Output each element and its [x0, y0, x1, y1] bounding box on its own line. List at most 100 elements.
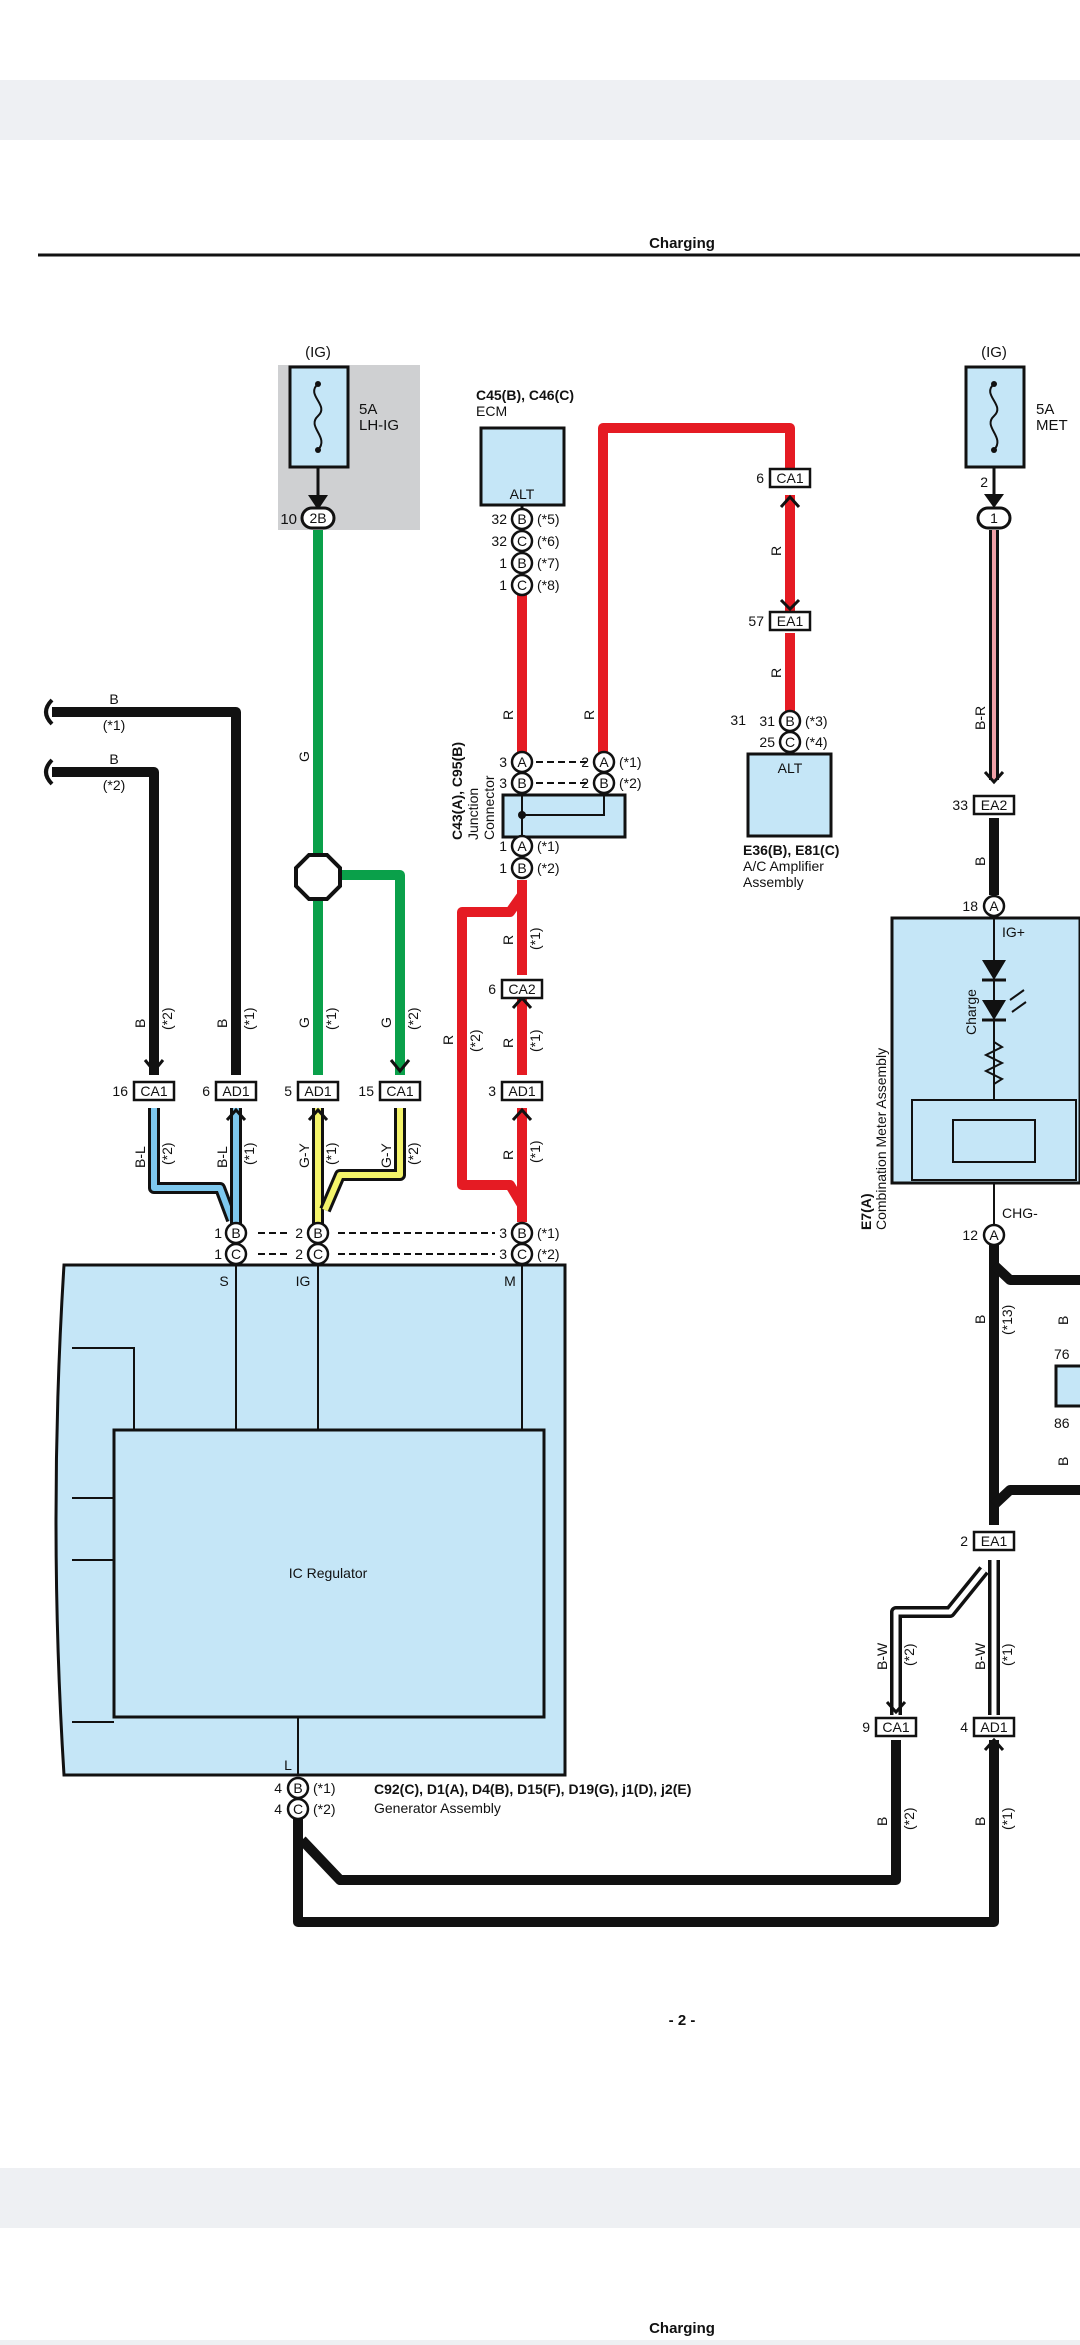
svg-text:B: B	[109, 691, 118, 707]
svg-text:M: M	[504, 1273, 516, 1289]
svg-text:R: R	[500, 1150, 516, 1160]
combination-meter: A 18 IG+ Charge CHG- A 12 E7(A) Combinat…	[858, 894, 1080, 1247]
fuse-lh-ig-amp: 5A	[359, 401, 377, 418]
svg-text:R: R	[500, 710, 516, 720]
svg-text:3: 3	[499, 754, 507, 770]
svg-text:C: C	[293, 1801, 303, 1817]
svg-text:AD1: AD1	[980, 1719, 1007, 1735]
fuse-lh-ig-name: LH-IG	[359, 417, 399, 434]
svg-text:57: 57	[748, 613, 764, 629]
junction-connector: C43(A), C95(B) Junction Connector A3 B3 …	[449, 742, 642, 880]
svg-text:1: 1	[990, 510, 998, 526]
generator-name: Generator Assembly	[374, 1800, 501, 1816]
svg-text:EA2: EA2	[981, 797, 1008, 813]
svg-text:EA1: EA1	[777, 613, 804, 629]
black-wires-left	[52, 707, 241, 1075]
svg-text:A/C Amplifier: A/C Amplifier	[743, 858, 824, 874]
svg-text:3: 3	[488, 1083, 496, 1099]
black-wires-right	[293, 818, 1080, 1927]
svg-text:B: B	[293, 1780, 302, 1796]
svg-text:B: B	[874, 1817, 890, 1826]
svg-text:CHG-: CHG-	[1002, 1205, 1038, 1221]
ecm-id: C45(B), C46(C)	[476, 387, 574, 403]
svg-text:(*2): (*2)	[619, 775, 642, 791]
conn-ea1-57: EA1 57	[748, 598, 812, 632]
svg-text:2: 2	[980, 474, 988, 490]
black-white-wires	[890, 1560, 1000, 1715]
svg-text:(*5): (*5)	[537, 511, 560, 527]
generator-assembly: IC Regulator S IG M L B1 C1 B2 C2 B3(*1)…	[54, 1221, 691, 1821]
conn-ad1-3: AD1 3	[488, 1080, 544, 1122]
charge-lamp-label: Charge	[963, 989, 979, 1035]
svg-text:4: 4	[274, 1801, 282, 1817]
green-wires	[313, 530, 405, 1075]
svg-text:(*1): (*1)	[313, 1780, 336, 1796]
svg-text:AD1: AD1	[304, 1083, 331, 1099]
fuse-symbol-icon	[313, 383, 323, 451]
svg-text:B: B	[214, 1019, 230, 1028]
svg-text:A: A	[599, 754, 609, 770]
svg-text:6: 6	[202, 1083, 210, 1099]
svg-text:AD1: AD1	[508, 1083, 535, 1099]
svg-text:B: B	[1055, 1457, 1071, 1466]
fuse-lh-ig-source: (IG)	[305, 344, 331, 361]
svg-text:B: B	[972, 1817, 988, 1826]
svg-text:(*1): (*1)	[999, 1643, 1015, 1666]
svg-text:Combination Meter Assembly: Combination Meter Assembly	[873, 1048, 889, 1230]
ecm-pins: B32(*5) C32(*6) B1(*7) C1(*8)	[491, 507, 560, 597]
svg-text:R: R	[500, 935, 516, 945]
svg-text:(*8): (*8)	[537, 577, 560, 593]
svg-text:4: 4	[274, 1780, 282, 1796]
svg-text:(*3): (*3)	[805, 713, 828, 729]
svg-text:B: B	[517, 860, 526, 876]
svg-text:B-W: B-W	[874, 1642, 890, 1670]
svg-text:CA1: CA1	[386, 1083, 413, 1099]
conn-2b[interactable]	[300, 506, 336, 530]
svg-text:B-W: B-W	[972, 1642, 988, 1670]
conn-2b-label: 2B	[309, 510, 326, 526]
ecm-name: ECM	[476, 403, 507, 419]
svg-text:2: 2	[295, 1246, 303, 1262]
svg-text:2: 2	[295, 1225, 303, 1241]
svg-text:(*2): (*2)	[405, 1142, 421, 1165]
svg-text:G-Y: G-Y	[378, 1142, 394, 1168]
svg-text:31: 31	[759, 713, 775, 729]
svg-text:32: 32	[491, 533, 507, 549]
svg-text:A: A	[517, 838, 527, 854]
svg-text:(*1): (*1)	[103, 717, 126, 733]
svg-text:(*1): (*1)	[527, 927, 543, 950]
svg-text:B: B	[132, 1019, 148, 1028]
svg-text:C: C	[517, 1246, 527, 1262]
fuse-met-amp: 5A	[1036, 401, 1054, 418]
svg-text:5: 5	[284, 1083, 292, 1099]
junction-id: C43(A), C95(B)	[449, 742, 465, 840]
svg-text:1: 1	[214, 1246, 222, 1262]
svg-text:(*2): (*2)	[901, 1807, 917, 1830]
next-page-header-title: Charging	[649, 2320, 715, 2337]
svg-text:(*1): (*1)	[999, 1807, 1015, 1830]
svg-text:18: 18	[962, 898, 978, 914]
ecm-terminal-alt: ALT	[510, 486, 535, 502]
svg-text:B: B	[517, 775, 526, 791]
svg-text:(*13): (*13)	[999, 1305, 1015, 1335]
next-page-top	[0, 2228, 1080, 2340]
svg-text:(*2): (*2)	[537, 1246, 560, 1262]
svg-text:B: B	[972, 857, 988, 866]
splice-point	[294, 853, 342, 901]
svg-text:1: 1	[499, 860, 507, 876]
svg-text:25: 25	[759, 734, 775, 750]
svg-text:B: B	[517, 1225, 526, 1241]
svg-text:(*2): (*2)	[537, 860, 560, 876]
conn-met-1[interactable]	[976, 506, 1012, 530]
svg-text:B: B	[1055, 1316, 1071, 1325]
blue-wires	[148, 1108, 242, 1225]
ecm-pin-3: B1(*7)	[499, 551, 560, 575]
svg-text:(*2): (*2)	[405, 1007, 421, 1030]
svg-text:4: 4	[960, 1719, 968, 1735]
svg-text:C: C	[517, 577, 527, 593]
